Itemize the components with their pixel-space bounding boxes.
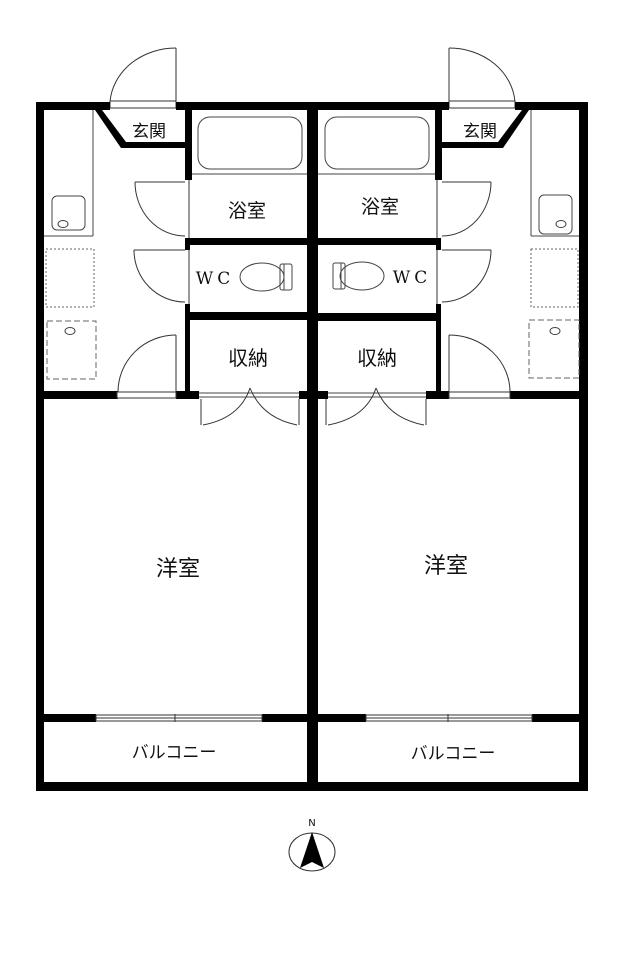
room-label-western-left: 洋室 <box>156 557 200 582</box>
sink-icon <box>538 194 573 235</box>
room-label-storage-left: 収納 <box>228 346 268 370</box>
room-label-western-right: 洋室 <box>424 554 468 579</box>
fridge-space <box>45 248 95 308</box>
room-label-entrance-left: 玄関 <box>132 122 166 142</box>
sink-icon <box>51 195 86 231</box>
unit-left <box>36 102 312 722</box>
room-label-bathroom-right: 浴室 <box>361 196 399 218</box>
wc-door-right <box>441 249 492 303</box>
bathtub-icon <box>197 116 303 170</box>
closet-double-door-right <box>325 387 427 426</box>
bath-door-right <box>441 181 492 237</box>
entrance-step-left <box>95 110 185 148</box>
entry-door-left <box>109 47 177 109</box>
room-label-wc-right: WC <box>393 268 431 288</box>
closet-double-door-left <box>200 387 300 426</box>
room-label-balcony-left: バルコニー <box>132 743 217 763</box>
toilet-icon <box>332 261 385 291</box>
room-label-bathroom-left: 浴室 <box>228 200 266 222</box>
outer-walls <box>36 102 588 791</box>
wc-door-left <box>133 249 186 303</box>
compass-label: N <box>308 818 315 829</box>
bathtub-icon <box>324 116 430 170</box>
north-arrow-icon: N <box>288 818 336 872</box>
room-door-right <box>448 334 511 393</box>
sliding-window-right <box>365 714 533 722</box>
entry-door-right <box>448 47 516 109</box>
fridge-space <box>530 248 579 308</box>
bath-door-left <box>134 181 186 237</box>
room-label-entrance-right: 玄関 <box>463 122 497 142</box>
room-label-storage-right: 収納 <box>357 346 397 370</box>
sliding-window-left <box>95 714 263 722</box>
entrance-step-right <box>442 110 529 148</box>
unit-right <box>318 102 588 722</box>
room-door-left <box>117 334 177 393</box>
washer-space-right <box>528 319 580 379</box>
room-label-balcony-right: バルコニー <box>411 744 496 764</box>
room-label-wc-left: WC <box>196 269 234 289</box>
washer-space-left <box>46 320 97 380</box>
toilet-icon <box>239 262 293 292</box>
